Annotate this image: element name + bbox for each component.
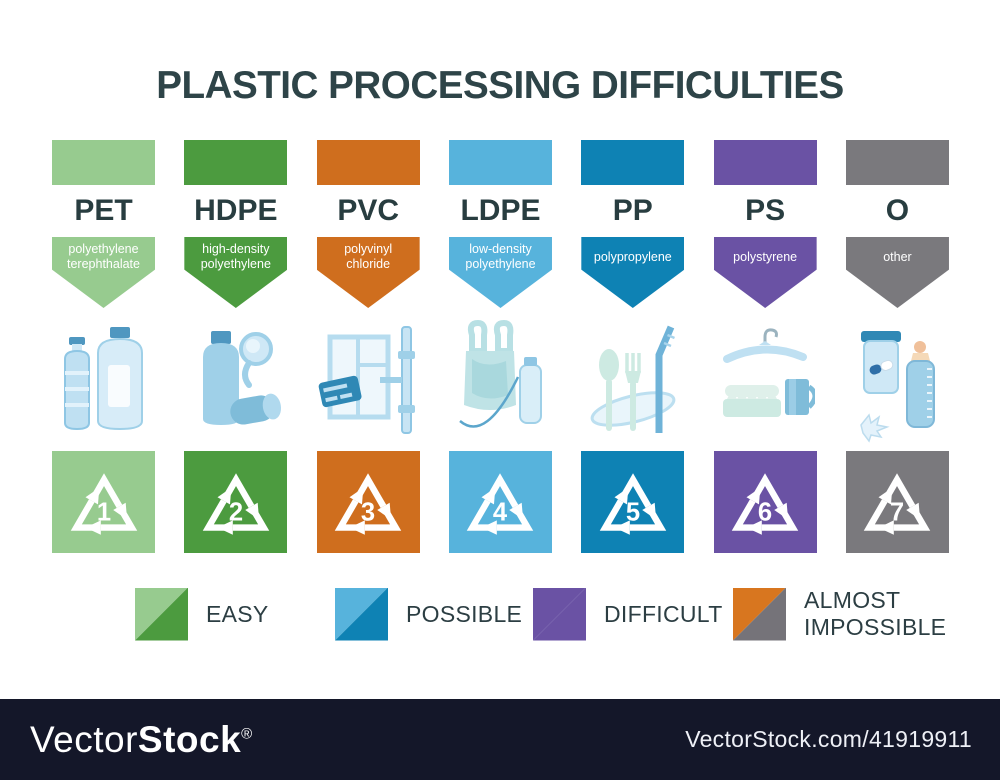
- svg-text:5: 5: [626, 498, 640, 526]
- color-swatch: [845, 140, 949, 185]
- page-title: PLASTIC PROCESSING DIFFICULTIES: [156, 64, 844, 107]
- hanger-egg-carton-mug-icon: [714, 308, 817, 451]
- recycling-code-badge-5: 5: [581, 451, 685, 553]
- plastic-abbr: PP: [612, 194, 653, 227]
- cutlery-straw-plate-icon: [581, 308, 684, 451]
- water-bottles-icon: [52, 308, 155, 451]
- plastic-abbr: PET: [74, 194, 133, 227]
- svg-text:1: 1: [96, 498, 110, 526]
- plastic-full-name: polystyrene: [733, 249, 798, 264]
- svg-text:6: 6: [758, 498, 772, 526]
- window-card-pipe-icon: [317, 308, 420, 451]
- plastic-bag-bottle-icon: [449, 308, 552, 451]
- svg-text:4: 4: [493, 498, 508, 526]
- legend-item-difficult: DIFFICULT: [533, 587, 733, 641]
- color-swatch: [184, 140, 288, 185]
- color-swatch: [52, 140, 155, 185]
- color-swatch: [448, 140, 552, 185]
- color-swatch: [713, 140, 817, 185]
- recycling-code-badge-1: 1: [52, 451, 155, 553]
- recycling-code-badge-7: 7: [845, 451, 949, 553]
- plastic-name-pennant: polystyrene: [713, 237, 817, 308]
- plastic-abbr: O: [885, 194, 910, 227]
- plastic-column-pp: PP polypropylene: [581, 140, 685, 553]
- pill-jar-baby-bottle-icon: [846, 308, 949, 451]
- legend-label: POSSIBLE: [406, 600, 523, 627]
- plastic-name-pennant: other: [845, 237, 949, 308]
- recycling-code-badge-4: 4: [448, 451, 552, 553]
- legend-swatch-easy: [135, 587, 188, 641]
- vectorstock-watermark-bar: VectorStock® VectorStock.com/41919911: [0, 699, 1000, 780]
- legend-swatch-almost-impossible: [733, 587, 786, 641]
- vectorstock-logo: VectorStock®: [30, 718, 253, 760]
- color-swatch: [316, 140, 420, 185]
- plastic-column-ps: PS polystyrene: [713, 140, 817, 553]
- plastic-full-name: polypropylene: [593, 249, 672, 264]
- recycling-code-badge-6: 6: [713, 451, 817, 553]
- svg-text:2: 2: [229, 498, 243, 526]
- color-swatch: [581, 140, 685, 185]
- plastic-name-pennant: polypropylene: [581, 237, 685, 308]
- plastic-abbr: HDPE: [194, 194, 278, 227]
- legend-label: DIFFICULT: [604, 600, 723, 627]
- svg-text:3: 3: [361, 498, 375, 526]
- difficulty-legend: EASY POSSIBLE DIFFICULT: [135, 587, 953, 641]
- svg-text:7: 7: [890, 498, 904, 526]
- legend-swatch-possible: [335, 587, 388, 641]
- plastic-full-name: other: [883, 249, 912, 264]
- recycling-code-badge-3: 3: [316, 451, 420, 553]
- recycling-code-badge-2: 2: [184, 451, 288, 553]
- legend-swatch-difficult: [533, 587, 586, 641]
- plastic-column-other: O other: [845, 140, 949, 553]
- vectorstock-url: VectorStock.com/41919911: [685, 726, 972, 752]
- registered-trademark-symbol: ®: [241, 725, 253, 743]
- legend-item-easy: EASY: [135, 587, 335, 641]
- shampoo-bottle-mirror-tube-icon: [184, 308, 287, 451]
- legend-label: EASY: [206, 600, 269, 627]
- plastic-abbr: LDPE: [460, 194, 541, 227]
- legend-item-possible: POSSIBLE: [335, 587, 533, 641]
- plastic-abbr: PS: [745, 194, 786, 227]
- plastic-abbr: PVC: [337, 194, 399, 227]
